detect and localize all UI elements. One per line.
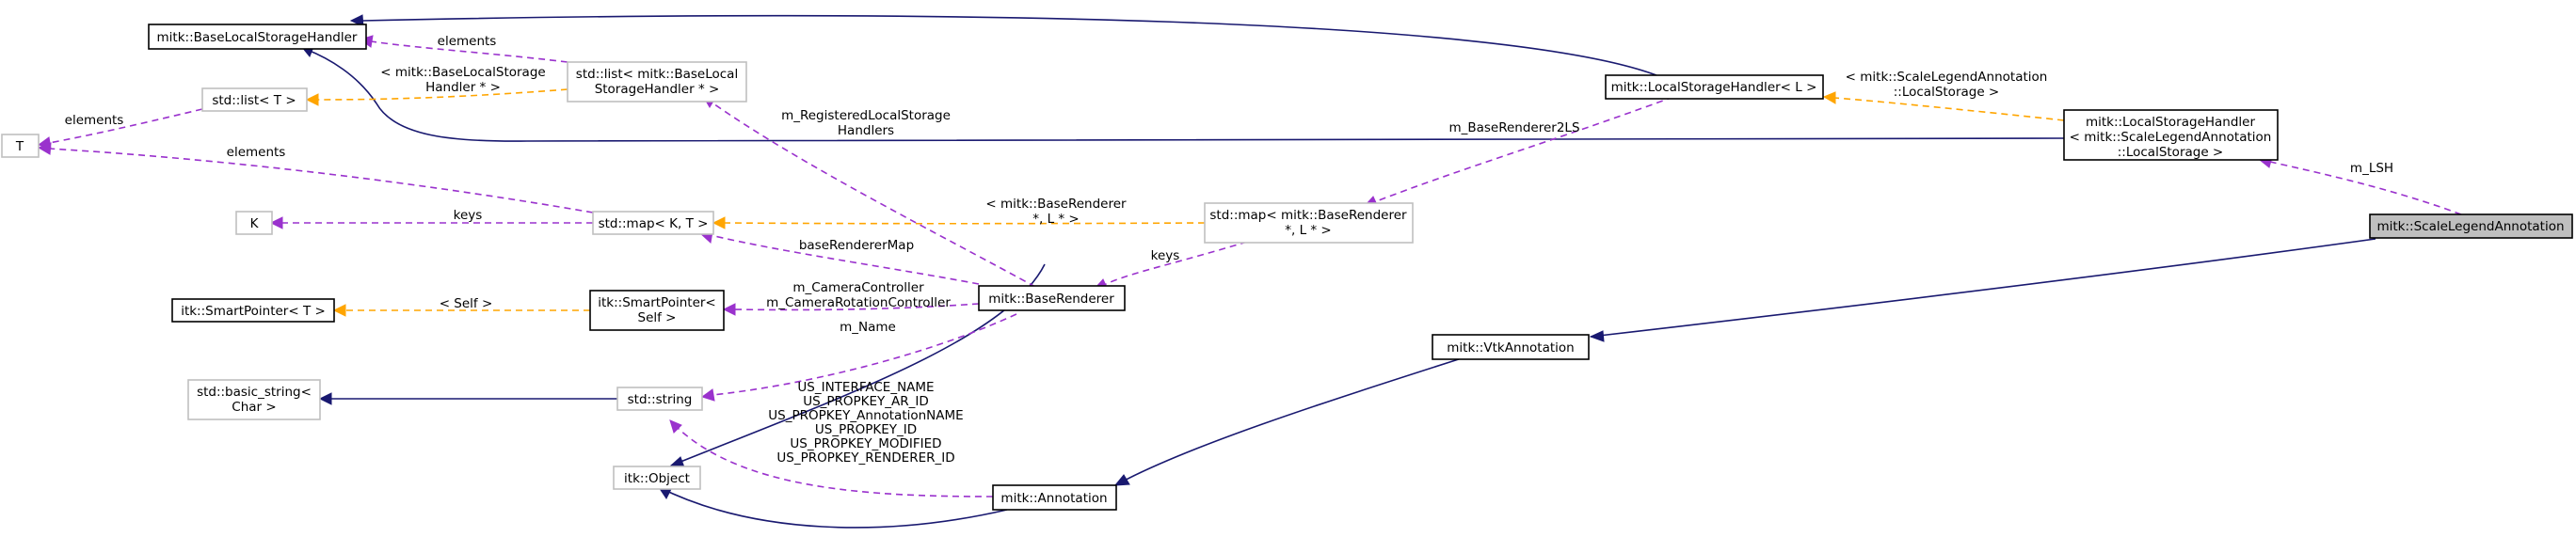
edge-label-elements-list-blsh: elements (438, 34, 497, 49)
node-local-storage-handler-l[interactable]: mitk::LocalStorageHandler< L > (1605, 74, 1824, 100)
edge-map-kt-keys: keys (269, 208, 593, 229)
edge-label-keys-map-k: keys (454, 208, 483, 223)
svg-text:K: K (250, 216, 260, 231)
edge-baserenderer-map: baseRendererMap (698, 230, 980, 285)
node-k[interactable]: K (235, 211, 273, 235)
node-std-map-br[interactable]: std::map< mitk::BaseRenderer*, L * > (1204, 202, 1414, 244)
node-itk-smartpointer-self[interactable]: itk::SmartPointer<Self > (589, 290, 725, 331)
edge-stdstring-to-basicstring (318, 392, 617, 405)
edge-label-keys-br: keys (1151, 248, 1180, 263)
svg-text:std::string: std::string (628, 392, 693, 407)
node-itk-smartpointer-t[interactable]: itk::SmartPointer< T > (171, 298, 335, 323)
svg-text:std::list< T >: std::list< T > (212, 93, 296, 108)
svg-text:mitk::LocalStorageHandler< mit: mitk::LocalStorageHandler< mitk::ScaleLe… (2070, 115, 2272, 160)
edge-lsh-sla-template: < mitk::ScaleLegendAnnotation::LocalStor… (1822, 70, 2065, 121)
svg-text:itk::SmartPointer< T >: itk::SmartPointer< T > (181, 304, 326, 319)
svg-text:mitk::LocalStorageHandler< L >: mitk::LocalStorageHandler< L > (1611, 80, 1817, 95)
svg-text:mitk::VtkAnnotation: mitk::VtkAnnotation (1447, 340, 1575, 355)
node-std-basic-string[interactable]: std::basic_string<Char > (187, 379, 321, 420)
edge-map-kt-elements: elements (37, 142, 594, 213)
node-base-renderer[interactable]: mitk::BaseRenderer (978, 285, 1126, 311)
edge-label-base-renderer-2ls: m_BaseRenderer2LS (1448, 120, 1579, 135)
node-vtk-annotation[interactable]: mitk::VtkAnnotation (1432, 334, 1590, 360)
edge-scalelegend-to-vtkannotation (1589, 238, 2376, 342)
edge-vtkannotation-to-annotation (1113, 356, 1465, 486)
edge-annotation-to-itkobject (657, 486, 1008, 529)
edge-label-template-sla: < mitk::ScaleLegendAnnotation::LocalStor… (1846, 70, 2048, 100)
svg-text:itk::SmartPointer<Self >: itk::SmartPointer<Self > (598, 295, 715, 325)
node-base-local-storage-handler[interactable]: mitk::BaseLocalStorageHandler (148, 24, 367, 50)
svg-text:mitk::ScaleLegendAnnotation: mitk::ScaleLegendAnnotation (2376, 219, 2564, 234)
edge-label-self-template: < Self > (440, 296, 493, 311)
edge-smartpointer-template: < Self > (332, 296, 590, 317)
svg-text:T: T (15, 139, 24, 154)
edge-map-br-keys: keys (1093, 241, 1248, 291)
edge-label-base-renderer-map: baseRendererMap (799, 238, 914, 253)
edge-label-elements-list-t: elements (65, 113, 124, 128)
edge-list-t-elements: elements (37, 108, 203, 150)
edge-map-br-template: < mitk::BaseRenderer*, L * > (712, 197, 1206, 229)
edge-label-m-name: m_Name (840, 320, 896, 335)
edge-label-elements-map-t: elements (227, 145, 286, 160)
svg-text:std::basic_string<Char >: std::basic_string<Char > (197, 385, 312, 415)
edge-label-m-lsh: m_LSH (2350, 161, 2393, 176)
edge-label-template-br-map: < mitk::BaseRenderer*, L * > (985, 197, 1127, 227)
svg-text:std::map< mitk::BaseRenderer*,: std::map< mitk::BaseRenderer*, L * > (1209, 208, 1407, 238)
edge-baserenderer-mname: m_Name (700, 313, 1017, 402)
node-itk-object[interactable]: itk::Object (613, 466, 701, 490)
edge-lsh-l-to-blsh (349, 14, 1657, 76)
node-annotation[interactable]: mitk::Annotation (992, 484, 1117, 511)
node-std-list-t[interactable]: std::list< T > (201, 87, 308, 112)
svg-text:mitk::BaseRenderer: mitk::BaseRenderer (988, 292, 1114, 307)
node-scale-legend-annotation[interactable]: mitk::ScaleLegendAnnotation (2369, 213, 2573, 239)
edge-list-blsh-elements: elements (359, 34, 568, 63)
node-t[interactable]: T (1, 134, 40, 158)
svg-text:std::list< mitk::BaseLocalStor: std::list< mitk::BaseLocalStorageHandler… (576, 67, 738, 97)
svg-text:mitk::Annotation: mitk::Annotation (1000, 491, 1107, 506)
svg-text:itk::Object: itk::Object (624, 471, 690, 486)
node-local-storage-handler-sla[interactable]: mitk::LocalStorageHandler< mitk::ScaleLe… (2063, 109, 2279, 161)
node-std-string[interactable]: std::string (616, 387, 703, 411)
svg-text:mitk::BaseLocalStorageHandler: mitk::BaseLocalStorageHandler (157, 30, 358, 45)
node-std-map-kt[interactable]: std::map< K, T > (592, 211, 714, 235)
svg-text:std::map< K, T >: std::map< K, T > (599, 216, 709, 231)
edge-scalelegend-mlsh: m_LSH (2258, 156, 2462, 215)
edge-lsh-l-baserenderer2ls: m_BaseRenderer2LS (1363, 96, 1674, 208)
